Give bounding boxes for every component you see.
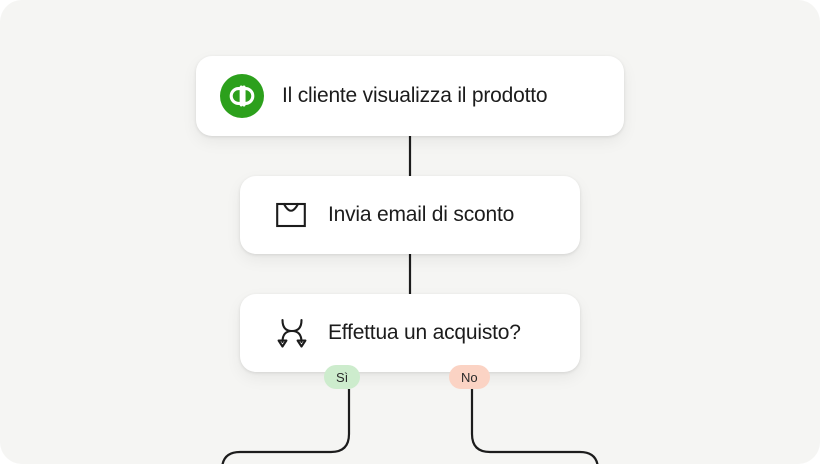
flow-node-decision-label: Effettua un acquisto? [328,321,521,344]
flow-node-decision[interactable]: Effettua un acquisto? [240,294,580,372]
branch-label-yes[interactable]: Sì [324,365,361,389]
flow-node-product[interactable]: Il cliente visualizza il prodotto [196,56,624,136]
branch-label-no[interactable]: No [449,365,490,389]
branch-split-icon [274,316,310,350]
flow-node-email[interactable]: Invia email di sconto [240,176,580,254]
envelope-icon [274,198,308,232]
flow-node-email-label: Invia email di sconto [328,203,515,226]
connector-yes-branch [221,389,351,464]
quickbooks-logo-icon [220,74,264,118]
connector-no-branch [470,389,599,464]
flow-node-product-label: Il cliente visualizza il prodotto [282,84,548,107]
